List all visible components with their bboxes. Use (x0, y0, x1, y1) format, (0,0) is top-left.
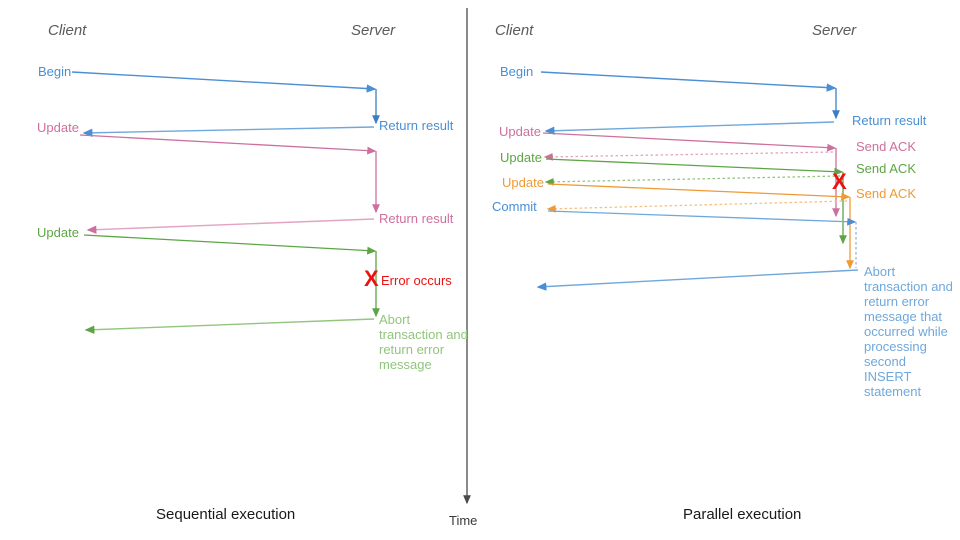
right-arrow-return-result (544, 121, 835, 135)
right-arrow-begin (540, 71, 837, 92)
left-error-x-icon: X (364, 266, 379, 291)
right-actor-server: Server (812, 22, 857, 39)
right-arrow-ack-3 (546, 200, 848, 213)
right-arrow-ack-2 (544, 175, 841, 186)
left-panel-caption: Sequential execution (156, 506, 296, 523)
right-arrow-update-2 (545, 158, 844, 176)
right-label-begin: Begin (500, 64, 534, 79)
left-arrow-update-1 (79, 134, 377, 155)
left-label-error-occurs: Error occurs (381, 273, 452, 288)
right-arrow-abort-return (536, 269, 859, 291)
right-arrow-ack-1 (543, 151, 834, 161)
right-label-ack-3: Send ACK (856, 186, 916, 201)
left-arrow-return-result-1 (82, 126, 375, 138)
right-label-return-result: Return result (852, 113, 927, 128)
right-arrow-commit (547, 210, 857, 226)
right-label-commit: Commit (492, 199, 537, 214)
left-label-return-result-1: Return result (379, 118, 454, 133)
left-arrow-abort-return (84, 318, 375, 334)
right-arrow-update-1 (542, 132, 837, 152)
right-label-ack-2: Send ACK (856, 161, 916, 176)
left-label-begin: Begin (38, 64, 72, 79)
left-actor-client: Client (48, 22, 87, 39)
right-label-abort-message: Abort transaction and return error messa… (864, 264, 953, 399)
right-panel-caption: Parallel execution (683, 506, 802, 523)
left-arrow-update-2 (83, 234, 377, 255)
left-label-update-1: Update (37, 120, 79, 135)
left-label-abort-message: Abort transaction and return error messa… (379, 312, 468, 372)
left-arrow-return-result-2 (86, 218, 375, 234)
right-error-x-icon: X (832, 169, 847, 194)
left-panel-arrows (71, 71, 380, 334)
right-label-update-2: Update (500, 150, 542, 165)
right-panel-arrows (536, 71, 859, 291)
right-label-update-3: Update (502, 175, 544, 190)
left-arrow-begin (71, 71, 377, 93)
right-label-ack-1: Send ACK (856, 139, 916, 154)
right-actor-client: Client (495, 22, 534, 39)
right-arrow-update-3 (547, 183, 851, 201)
right-label-update-1: Update (499, 124, 541, 139)
left-label-return-result-2: Return result (379, 211, 454, 226)
time-axis-label: Time (449, 513, 478, 528)
left-label-update-2: Update (37, 225, 79, 240)
left-actor-server: Server (351, 22, 396, 39)
